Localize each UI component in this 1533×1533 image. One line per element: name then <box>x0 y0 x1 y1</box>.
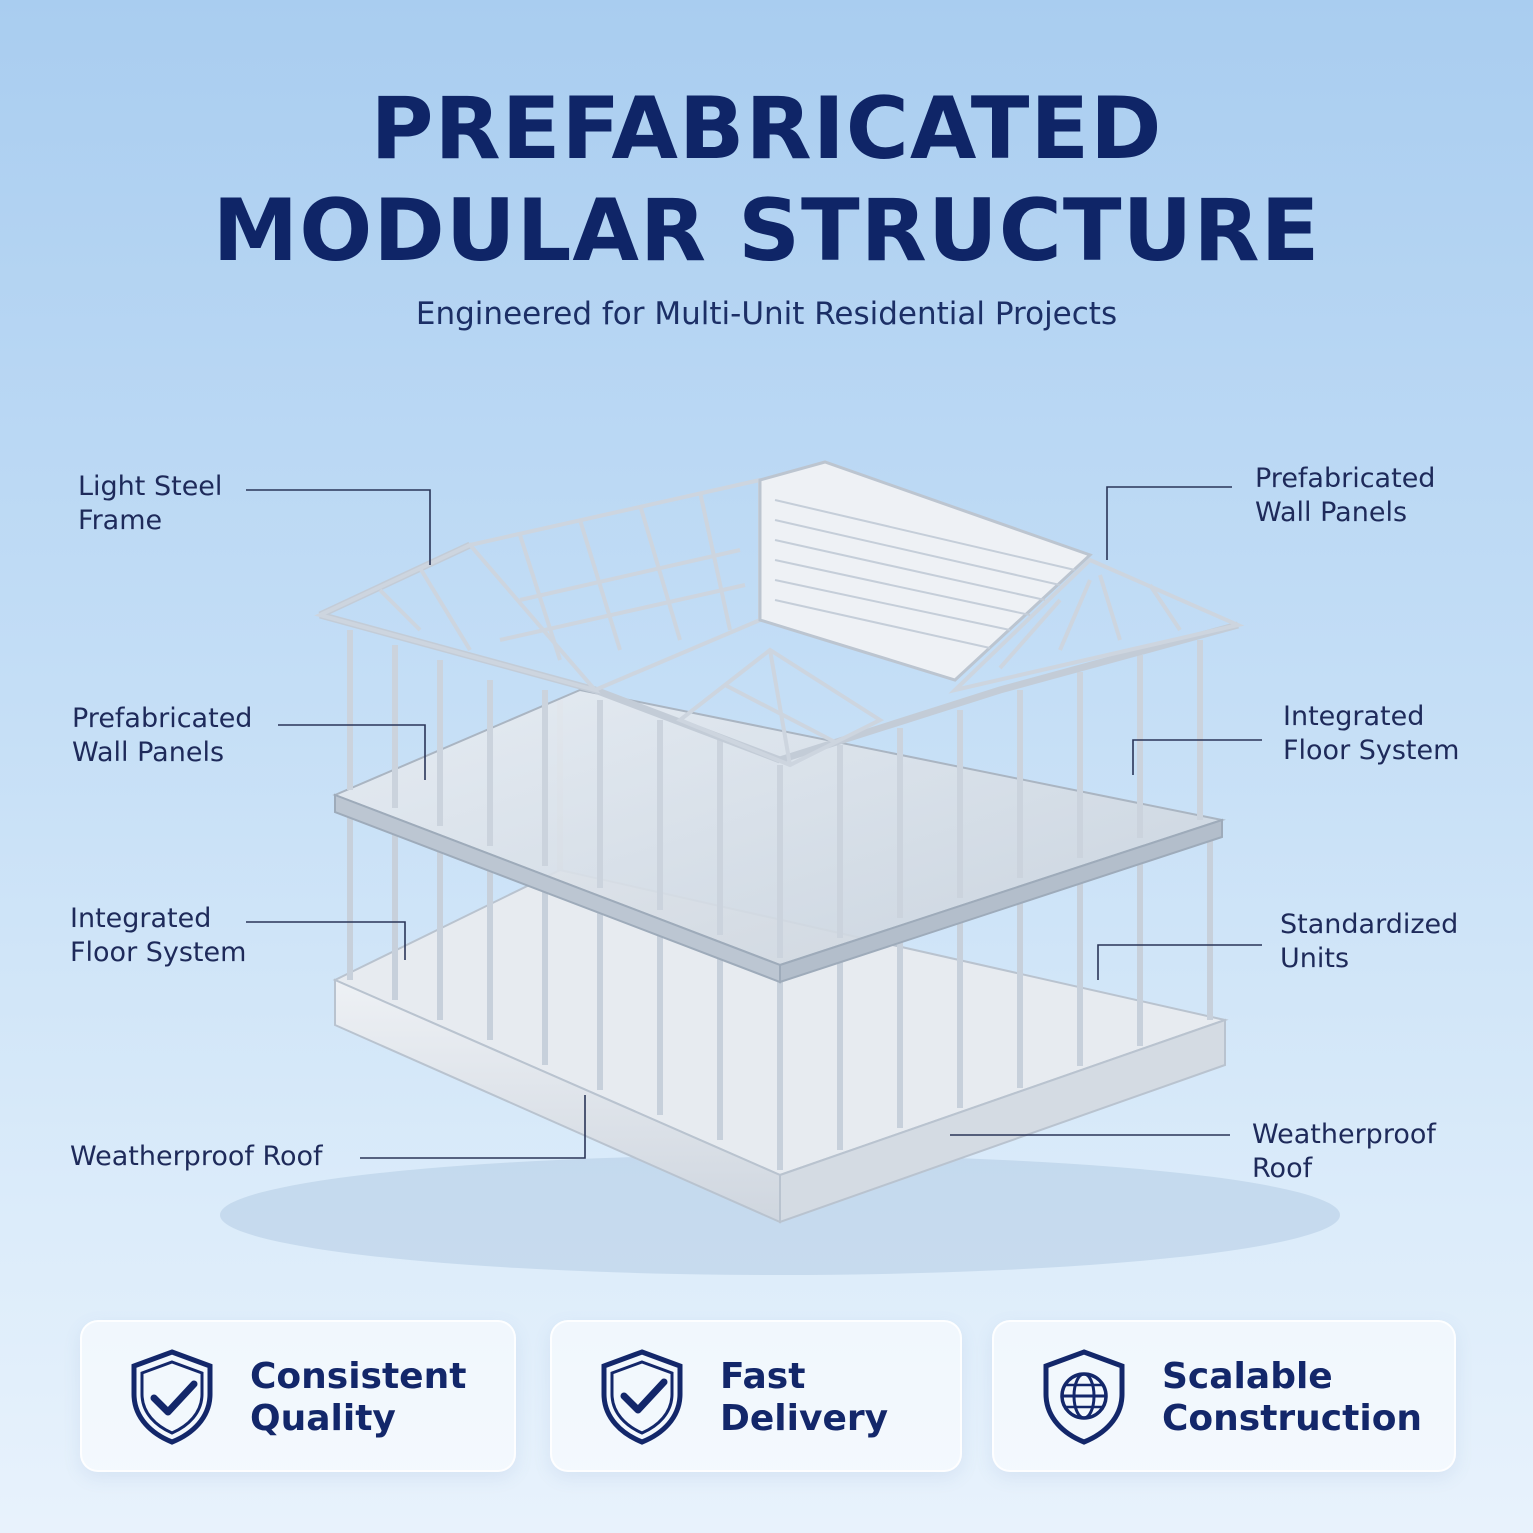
label-right-floor-system: Integrated Floor System <box>1283 701 1460 766</box>
upper-floor-frame <box>347 630 1203 958</box>
page-subtitle: Engineered for Multi-Unit Residential Pr… <box>415 296 1118 332</box>
title-line-1: PREFABRICATED <box>370 79 1163 179</box>
leader-light-steel-frame <box>246 489 431 565</box>
feature-card-consistent-quality: Consistent Quality <box>80 1320 516 1472</box>
label-left-wall-panels: Prefabricated Wall Panels <box>72 703 253 768</box>
label-left-floor-system: Integrated Floor System <box>70 903 247 968</box>
shield-check-icon <box>131 1349 213 1445</box>
leader-left-wall-panels <box>278 724 426 780</box>
leader-lines <box>246 486 1262 1159</box>
shield-check-icon <box>601 1349 683 1445</box>
ground-floor-frame <box>347 700 1213 1170</box>
feature-card-scalable-construction: Scalable Construction <box>992 1320 1456 1472</box>
feature-label-fast-delivery: Fast Delivery <box>720 1356 889 1439</box>
title-line-2: MODULAR STRUCTURE <box>212 181 1321 281</box>
leader-left-roof <box>360 1095 586 1159</box>
roof-trusses <box>314 478 1245 768</box>
feature-card-fast-delivery: Fast Delivery <box>550 1320 962 1472</box>
label-right-wall-panels: Prefabricated Wall Panels <box>1255 463 1436 528</box>
shield-globe-icon <box>1043 1349 1125 1445</box>
label-left-weatherproof-roof: Weatherproof Roof <box>70 1141 323 1172</box>
label-light-steel-frame: Light Steel Frame <box>78 471 223 536</box>
modular-building-illustration <box>220 460 1340 1275</box>
leader-standardized-units <box>1097 944 1262 980</box>
roof-panel <box>758 460 1093 682</box>
feature-label-consistent-quality: Consistent Quality <box>250 1356 467 1439</box>
leader-right-wall-panels <box>1106 486 1232 560</box>
page-title: PREFABRICATED MODULAR STRUCTURE <box>0 78 1533 282</box>
leader-right-floor-system <box>1132 739 1262 775</box>
label-standardized-units: Standardized Units <box>1280 909 1459 974</box>
leader-left-floor-system <box>246 921 406 960</box>
label-right-weatherproof-roof: Weatherproof Roof <box>1252 1119 1436 1184</box>
feature-label-scalable-construction: Scalable Construction <box>1162 1356 1423 1439</box>
